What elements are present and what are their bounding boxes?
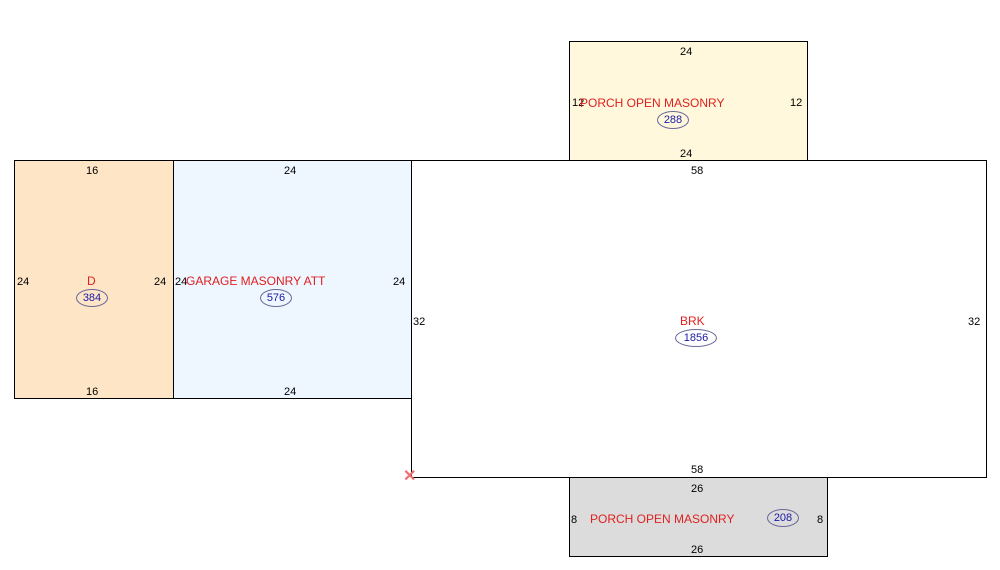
porch-top-area: 288 <box>657 111 689 129</box>
brk-label: BRK <box>680 314 705 328</box>
d-section-label: D <box>87 274 96 288</box>
porch-bottom-dim-left: 8 <box>571 514 578 526</box>
cross-icon: ✕ <box>403 468 417 485</box>
garage-label: GARAGE MASONRY ATT <box>186 274 326 288</box>
porch-top-dim-top: 24 <box>680 46 693 58</box>
porch-top-room <box>569 41 808 161</box>
porch-bottom-dim-top: 26 <box>691 483 704 495</box>
porch-top-label: PORCH OPEN MASONRY <box>580 96 725 110</box>
d-section-dim-right: 24 <box>154 276 167 288</box>
brk-room <box>411 160 987 478</box>
porch-bottom-dim-right: 8 <box>817 514 824 526</box>
d-section-area: 384 <box>76 289 108 307</box>
garage-area: 576 <box>260 289 292 307</box>
brk-area: 1856 <box>675 329 717 347</box>
brk-dim-bottom: 58 <box>691 464 704 476</box>
porch-bottom-label: PORCH OPEN MASONRY <box>590 512 735 526</box>
garage-dim-left: 24 <box>175 276 188 288</box>
brk-dim-right: 32 <box>968 316 981 328</box>
porch-bottom-dim-bottom: 26 <box>691 544 704 556</box>
garage-dim-bottom: 24 <box>284 386 297 398</box>
garage-dim-right: 24 <box>393 276 406 288</box>
d-section-dim-left: 24 <box>17 276 30 288</box>
porch-top-dim-right: 12 <box>790 97 803 109</box>
brk-dim-top: 58 <box>691 165 704 177</box>
porch-top-dim-bottom: 24 <box>680 148 693 160</box>
brk-dim-left: 32 <box>413 316 426 328</box>
d-section-dim-bottom: 16 <box>86 386 99 398</box>
d-section-room <box>14 160 174 399</box>
d-section-dim-top: 16 <box>86 165 99 177</box>
porch-top-dim-left: 12 <box>572 97 585 109</box>
garage-dim-top: 24 <box>284 165 297 177</box>
porch-bottom-area: 208 <box>767 509 799 527</box>
